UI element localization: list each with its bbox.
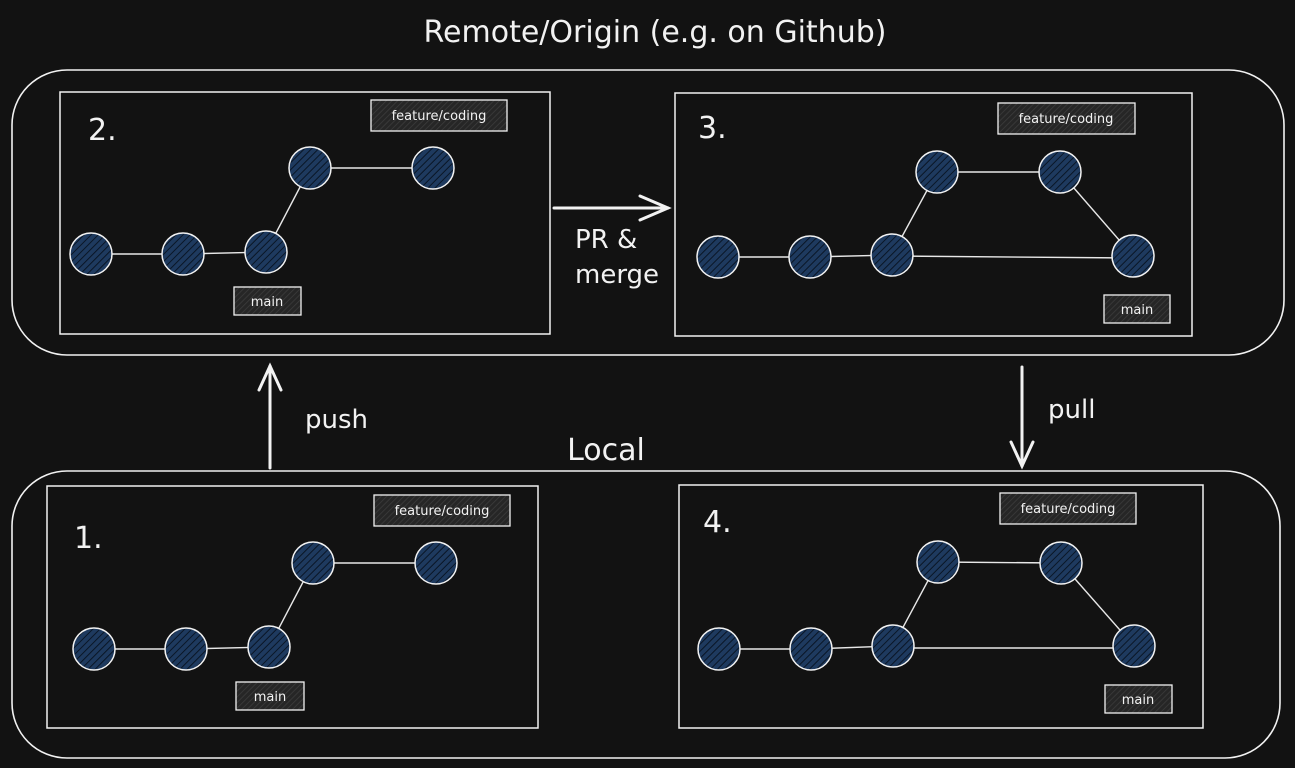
local-title: Local [567, 433, 645, 468]
commit-node [915, 150, 959, 194]
pr-merge-arrow [552, 194, 672, 222]
commit-node [871, 624, 915, 668]
push-arrow [257, 362, 283, 470]
remote-title: Remote/Origin (e.g. on Github) [424, 15, 887, 50]
commit-node [1111, 234, 1155, 278]
commit-node [916, 540, 960, 584]
commit-node [414, 541, 458, 585]
commit-node [69, 232, 113, 276]
panel-number: 3. [698, 111, 727, 146]
commit-node [1039, 541, 1083, 585]
panel-frame [59, 91, 551, 335]
panel-3: 3. feature/coding main [674, 92, 1193, 337]
commit-node [1038, 150, 1082, 194]
commit-node [697, 627, 741, 671]
panel-number: 2. [88, 113, 117, 148]
main-tag-label: main [254, 690, 286, 705]
main-tag-box [1104, 684, 1173, 714]
panel-number: 4. [703, 505, 732, 540]
feature-tag-label: feature/coding [392, 109, 487, 124]
main-tag-label: main [1122, 693, 1154, 708]
panel-frame [678, 484, 1204, 729]
commit-node [1112, 624, 1156, 668]
commit-node [247, 625, 291, 669]
push-label: push [305, 405, 368, 435]
commit-node [870, 233, 914, 277]
commit-node [411, 146, 455, 190]
feature-tag-label: feature/coding [395, 504, 490, 519]
local-group [11, 470, 1281, 759]
feature-tag-box [999, 492, 1137, 525]
panel-frame [46, 485, 539, 729]
main-tag-box [1103, 294, 1171, 324]
pull-arrow [1009, 365, 1035, 470]
remote-group [11, 69, 1285, 356]
commit-node [789, 627, 833, 671]
commit-node [288, 146, 332, 190]
feature-tag-box [373, 494, 511, 527]
commit-node [161, 232, 205, 276]
panel-number: 1. [74, 521, 103, 556]
main-tag-box [235, 681, 305, 711]
commit-node [72, 627, 116, 671]
main-tag-label: main [251, 295, 283, 310]
feature-tag-box [997, 102, 1136, 135]
commit-node [788, 235, 832, 279]
pull-label: pull [1048, 395, 1095, 425]
panel-2: 2. feature/coding main [59, 91, 551, 335]
feature-tag-label: feature/coding [1019, 112, 1114, 127]
commit-node [291, 541, 335, 585]
panel-1: 1. feature/coding main [46, 485, 539, 729]
commit-node [244, 230, 288, 274]
main-tag-box [233, 286, 302, 316]
pr-merge-label-line1: PR & [575, 225, 637, 255]
main-tag-label: main [1121, 303, 1153, 318]
feature-tag-label: feature/coding [1021, 502, 1116, 517]
commit-node [696, 235, 740, 279]
pr-merge-label-line2: merge [575, 260, 659, 290]
feature-tag-box [370, 99, 508, 132]
panel-4: 4. feature/coding main [678, 484, 1204, 729]
commit-node [164, 627, 208, 671]
panel-frame [674, 92, 1193, 337]
